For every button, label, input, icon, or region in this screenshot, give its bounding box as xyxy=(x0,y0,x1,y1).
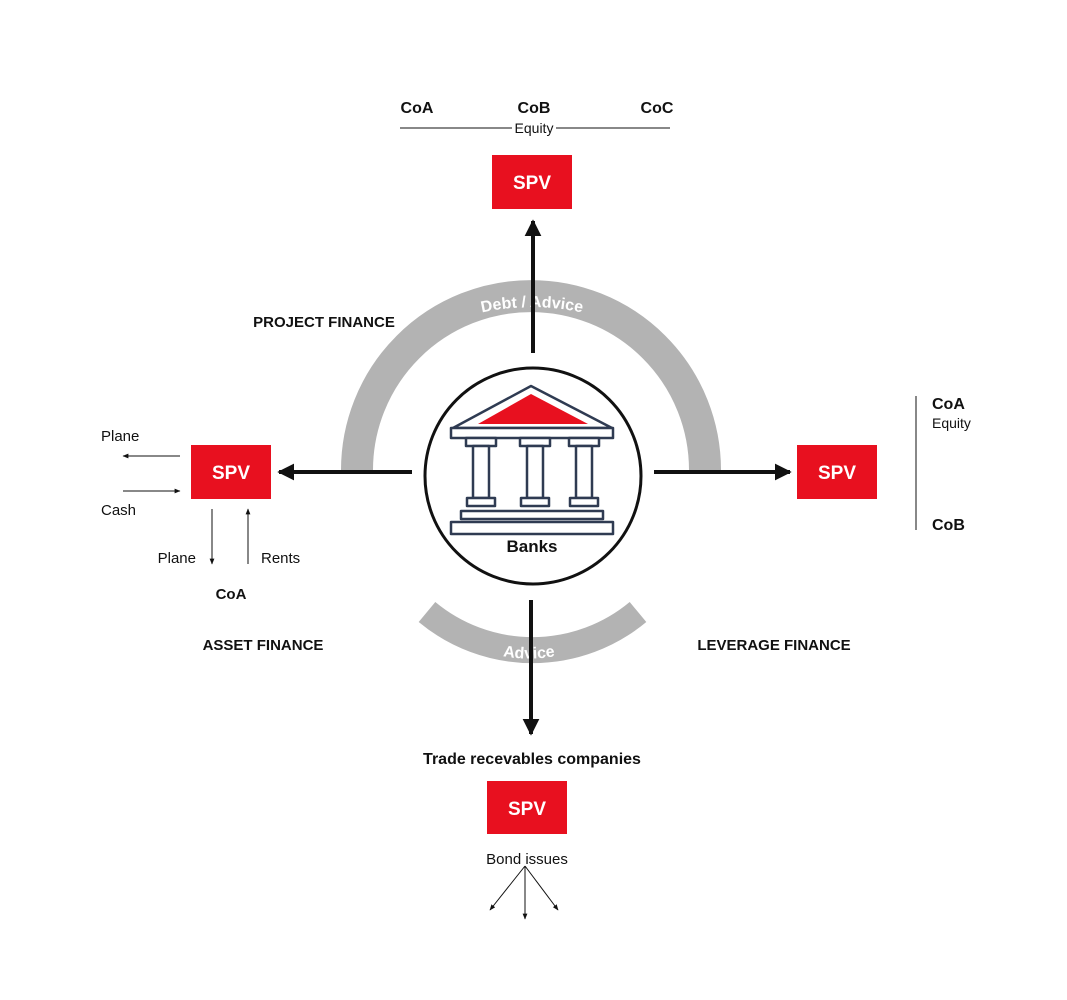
top-company-a: CoA xyxy=(401,100,434,117)
left-rents-label: Rents xyxy=(261,550,300,567)
bond-arrow-right xyxy=(524,865,559,911)
svg-text:SPV: SPV xyxy=(818,463,856,484)
svg-text:SPV: SPV xyxy=(212,463,250,484)
asset-finance-label: ASSET FINANCE xyxy=(203,637,324,654)
right-company-a: CoA xyxy=(932,396,965,413)
right-company-b: CoB xyxy=(932,517,965,534)
spv-top: SPV xyxy=(492,155,572,209)
spv-bottom: SPV xyxy=(487,781,567,834)
top-equity-label: Equity xyxy=(515,120,554,136)
svg-text:SPV: SPV xyxy=(508,799,546,820)
left-cash-label: Cash xyxy=(101,502,136,519)
spv-left: SPV xyxy=(191,445,271,499)
top-company-b: CoB xyxy=(518,100,551,117)
left-plane-down-label: Plane xyxy=(158,550,196,567)
left-plane-out-label: Plane xyxy=(101,428,139,445)
trade-receivables-title: Trade recevables companies xyxy=(423,751,641,768)
right-equity-label: Equity xyxy=(932,415,971,431)
banks-label: Banks xyxy=(506,537,557,556)
spv-right: SPV xyxy=(797,445,877,499)
bond-issues-label: Bond issues xyxy=(486,851,568,868)
top-company-c: CoC xyxy=(641,100,674,117)
project-finance-label: PROJECT FINANCE xyxy=(253,314,395,331)
bank-building-icon xyxy=(449,384,615,536)
bond-arrow-left xyxy=(489,865,526,911)
svg-text:SPV: SPV xyxy=(513,173,551,194)
left-company-a: CoA xyxy=(216,586,247,603)
leverage-finance-label: LEVERAGE FINANCE xyxy=(697,637,850,654)
